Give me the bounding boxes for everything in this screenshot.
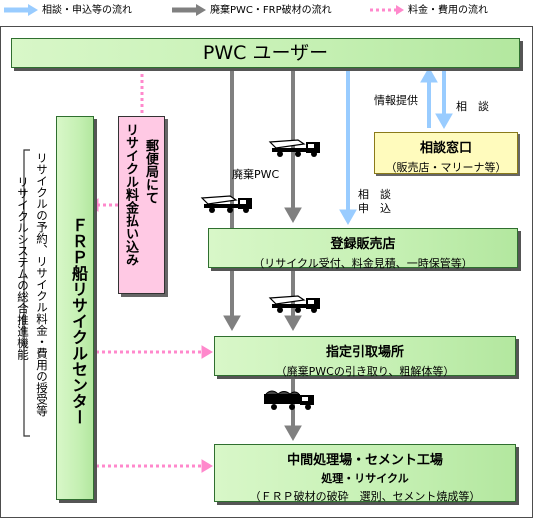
- waste-arrow-user-to-pickup: [223, 68, 241, 332]
- frp-recycling-center-box: ＦＲＰ船リサイクルセンター: [56, 116, 94, 500]
- frp-recycling-center-title: ＦＲＰ船リサイクルセンター: [69, 217, 88, 425]
- consult-arrow-info-up: [420, 66, 438, 128]
- processing-plant-box: 中間処理場・セメント工場 処理・リサイクル （ＦＲＰ破材の破砕 選別、セメント焼…: [214, 444, 516, 503]
- fee-arrow-center-to-pickup: [96, 345, 213, 359]
- center-roles-bracket: [23, 149, 30, 437]
- waste-pwc-label: 廃棄PWC: [232, 168, 280, 181]
- registered-dealer-subtitle: （リサイクル受付、料金見積、一時保管等）: [253, 257, 473, 270]
- legend-consultation-arrow-icon: [4, 4, 38, 16]
- post-office-payment-box: 郵便局にて リサイクル料金払い込み: [118, 116, 165, 294]
- designated-pickup-subtitle: （廃棄PWCの引き取り、粗解体等）: [275, 365, 455, 378]
- designated-pickup-box: 指定引取場所 （廃棄PWCの引き取り、粗解体等）: [214, 336, 516, 378]
- waste-arrow-user-to-dealer: [284, 68, 302, 224]
- apply-label-line2: 申 込: [358, 202, 391, 215]
- center-roles-line2: リサイクルシステムの総合推進機能: [16, 176, 30, 360]
- processing-plant-title: 中間処理場・セメント工場: [287, 453, 443, 468]
- post-office-line1: 郵便局にて: [143, 139, 158, 204]
- apply-label-line1: 相 談: [358, 188, 391, 201]
- legend-waste-label: 廃棄PWC・FRP破材の流れ: [210, 5, 332, 16]
- processing-plant-subtitle2: （ＦＲＰ破材の破砕 選別、セメント焼成等）: [249, 490, 481, 503]
- consultation-window-box: 相談窓口 （販売店・マリーナ等）: [374, 132, 518, 174]
- waste-arrow-pickup-to-processing: [284, 376, 302, 442]
- consultation-window-subtitle: （販売店・マリーナ等）: [385, 161, 507, 174]
- legend-arrows: [4, 4, 404, 16]
- legend-fee-label: 料金・費用の流れ: [408, 5, 488, 16]
- legend-waste-arrow-icon: [172, 4, 206, 16]
- registered-dealer-title: 登録販売店: [330, 237, 396, 252]
- consult-label: 相 談: [456, 100, 489, 113]
- consultation-window-title: 相談窓口: [419, 141, 472, 156]
- waste-arrow-dealer-to-pickup: [284, 268, 302, 332]
- legend-consultation-label: 相談・申込等の流れ: [42, 5, 132, 16]
- center-roles-line1: リサイクルの予約、リサイクル料金・費用の授受等: [35, 152, 49, 417]
- consult-arrow-user-to-dealer: [339, 68, 357, 226]
- fee-arrow-center-to-processing: [96, 459, 213, 473]
- pwc-user-title: PWC ユーザー: [202, 42, 329, 64]
- processing-plant-subtitle1: 処理・リサイクル: [321, 472, 409, 485]
- pwc-user-box: PWC ユーザー: [11, 38, 520, 68]
- designated-pickup-title: 指定引取場所: [325, 345, 404, 360]
- consult-arrow-consult-down: [435, 68, 453, 130]
- post-office-line2: リサイクル料金払い込み: [123, 123, 138, 266]
- registered-dealer-box: 登録販売店 （リサイクル受付、料金見積、一時保管等）: [208, 228, 518, 270]
- info-provision-label: 情報提供: [374, 94, 418, 107]
- legend-fee-arrow-icon: [370, 5, 404, 15]
